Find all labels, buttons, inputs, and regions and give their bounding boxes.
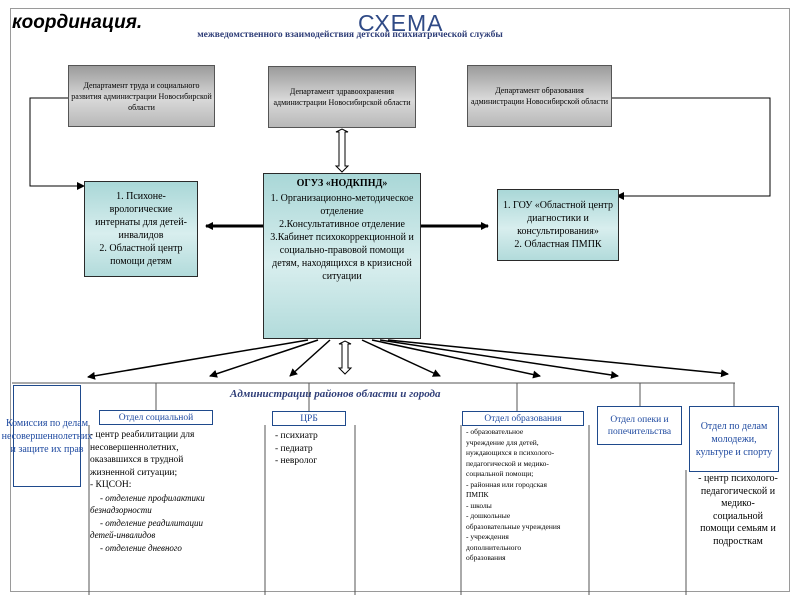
crb-label: ЦРБ bbox=[300, 414, 318, 424]
list-item: образовательные учреждения bbox=[466, 521, 561, 531]
list-item: жизненной ситуации; bbox=[90, 467, 178, 478]
left-box-item: 1. Психоне-врологические интернаты для д… bbox=[95, 191, 187, 241]
dept-education-label: Департамент образования администрации Но… bbox=[470, 86, 608, 106]
guardianship-box: Отдел опеки и попечительства bbox=[597, 406, 682, 445]
list-item: - центр реабилитации для bbox=[90, 430, 195, 440]
list-item: дополнительного bbox=[466, 542, 522, 552]
education-dept-box: Отдел образования bbox=[462, 411, 584, 426]
left-box-item: 2. Областной центр помощи детям bbox=[99, 243, 183, 267]
dept-health: Департамент здравоохранения администраци… bbox=[268, 66, 416, 128]
list-item: образования bbox=[466, 553, 506, 562]
list-item: - отделение дневного bbox=[100, 542, 182, 553]
social-list: - центр реабилитации для несовершеннолет… bbox=[90, 429, 262, 554]
list-item: подросткам bbox=[713, 535, 763, 547]
youth-dept-box: Отдел по делам молодежи, культуре и спор… bbox=[689, 406, 779, 472]
list-item: - невролог bbox=[275, 456, 318, 466]
diagram-title: СХЕМА bbox=[358, 10, 444, 36]
dept-education: Департамент образования администрации Но… bbox=[467, 65, 612, 127]
list-item: несовершеннолетних, bbox=[90, 442, 179, 453]
list-item: - образовательное bbox=[466, 427, 524, 436]
admin-label: Администрации районов области и города bbox=[230, 388, 441, 400]
list-item: социальной помощи; bbox=[466, 469, 534, 478]
list-item: безнадзорности bbox=[90, 505, 152, 515]
crb-list: - психиатр - педиатр - невролог bbox=[275, 430, 355, 468]
list-item: - дошкольные bbox=[466, 511, 511, 520]
list-item: - районная или городская bbox=[466, 479, 547, 489]
center-item: 1. Организационно-методическое отделение bbox=[270, 193, 414, 217]
social-dept-label: Отдел социальной bbox=[118, 413, 194, 423]
list-item: - школы bbox=[466, 500, 492, 510]
center-title: ОГУЗ «НОДКПНД» bbox=[296, 178, 388, 189]
list-item: нуждающихся в психолого- bbox=[466, 448, 555, 457]
dept-labor-label: Департамент труда и социального развития… bbox=[71, 80, 212, 112]
right-box: 1. ГОУ «Областной центр диагностики и ко… bbox=[497, 189, 619, 261]
list-item: учреждение для детей, bbox=[466, 437, 539, 447]
crb-box: ЦРБ bbox=[272, 411, 346, 426]
dept-health-label: Департамент здравоохранения администраци… bbox=[273, 87, 411, 107]
commission-label: Комиссия по делам несовершеннолетних и з… bbox=[1, 417, 93, 455]
page-heading: координация. bbox=[12, 12, 143, 33]
center-item: 3.Кабинет психокоррекционной и социально… bbox=[270, 232, 414, 282]
list-item: социальной bbox=[713, 510, 763, 522]
right-box-item: 2. Областная ПМПК bbox=[514, 239, 602, 250]
list-item: помощи семьям и bbox=[700, 523, 776, 534]
center-box: ОГУЗ «НОДКПНД» 1. Организационно-методич… bbox=[263, 173, 421, 339]
right-box-item: 1. ГОУ «Областной центр диагностики и ко… bbox=[503, 200, 613, 237]
list-item: ПМПК bbox=[466, 490, 489, 499]
list-item: детей-инвалидов bbox=[90, 530, 156, 540]
social-dept-box: Отдел социальной bbox=[99, 410, 213, 425]
slide-frame bbox=[10, 8, 790, 592]
center-item: 2.Консультативное отделение bbox=[279, 219, 405, 230]
list-item: - отделение реадилитации bbox=[100, 517, 203, 528]
guardianship-label: Отдел опеки и попечительства bbox=[607, 414, 672, 437]
youth-dept-label: Отдел по делам молодежи, культуре и спор… bbox=[695, 420, 773, 458]
diagram-subtitle: межведомственного взаимодействия детской… bbox=[197, 30, 503, 40]
left-box: 1. Психоне-врологические интернаты для д… bbox=[84, 181, 198, 277]
education-list: - образовательное учреждение для детей, … bbox=[466, 427, 588, 564]
list-item: - КЦСОН: bbox=[90, 480, 132, 490]
list-item: медико- bbox=[721, 498, 755, 509]
list-item: - отделение профилактики bbox=[100, 492, 205, 503]
education-dept-label: Отдел образования bbox=[484, 414, 562, 424]
list-item: оказавшихся в трудной bbox=[90, 455, 184, 465]
youth-list: - центр психолого- педагогической и меди… bbox=[690, 473, 786, 548]
list-item: - учреждения bbox=[466, 532, 509, 541]
list-item: - педиатр bbox=[275, 443, 313, 454]
dept-labor: Департамент труда и социального развития… bbox=[68, 65, 215, 127]
list-item: - психиатр bbox=[275, 431, 318, 441]
list-item: педагогической и bbox=[700, 485, 776, 497]
commission-box: Комиссия по делам несовершеннолетних и з… bbox=[2, 385, 92, 487]
list-item: - центр психолого- bbox=[698, 473, 778, 484]
list-item: педагогической и медико- bbox=[466, 458, 549, 468]
